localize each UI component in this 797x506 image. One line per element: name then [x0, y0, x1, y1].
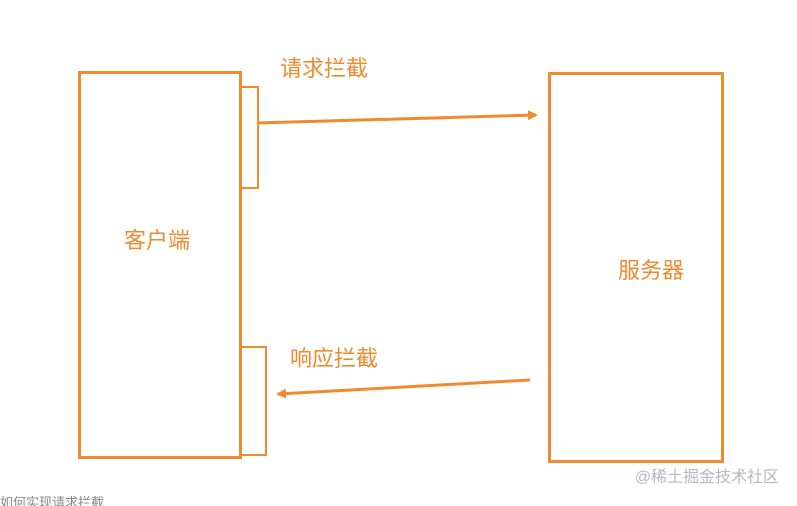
client-label: 客户端 — [124, 228, 191, 253]
request-interceptor-label: 请求拦截 — [280, 56, 369, 81]
watermark: @稀土掘金技术社区 — [634, 469, 779, 486]
cutoff-caption: 如何实现请求拦截 — [0, 496, 105, 506]
client-box — [78, 71, 242, 459]
server-box — [548, 72, 724, 463]
response-interceptor-box — [240, 346, 267, 456]
response-arrow — [276, 378, 531, 399]
response-interceptor-label: 响应拦截 — [290, 346, 379, 371]
request-arrow — [256, 110, 538, 125]
server-label: 服务器 — [618, 258, 685, 283]
request-interceptor-box — [240, 86, 259, 189]
